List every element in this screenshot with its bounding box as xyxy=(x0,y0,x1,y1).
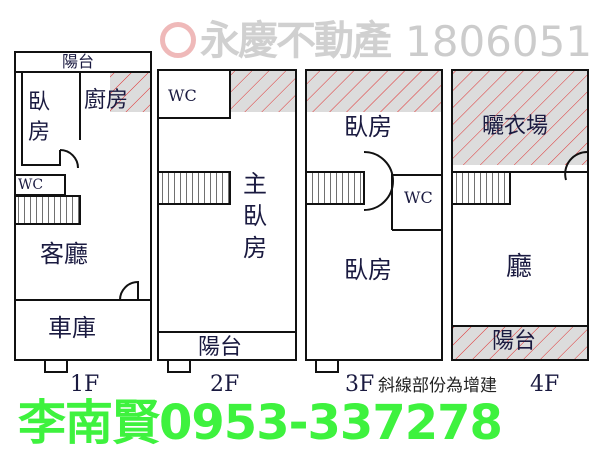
extension-note: 斜線部份為增建 xyxy=(378,376,497,396)
room-1f-kitchen: 廚房 xyxy=(84,88,129,113)
watermark-logo-icon xyxy=(160,22,196,58)
floor-4f-plan xyxy=(451,69,589,361)
reference-number: 1806051 xyxy=(405,17,593,66)
floor-3f-plan xyxy=(305,69,443,373)
room-4f-laundry: 曬衣場 xyxy=(482,114,549,139)
room-4f-hall: 廳 xyxy=(506,252,533,282)
agent-contact: 李南賢0953-337278 xyxy=(18,395,503,451)
floor-label-1f: 1F xyxy=(70,372,100,397)
room-3f-bedroom-front: 臥房 xyxy=(344,113,392,141)
floor-2f-plan xyxy=(157,69,297,373)
floor-1f-plan xyxy=(14,51,152,373)
watermark: 永慶不動產 xyxy=(200,18,392,64)
room-4f-balcony: 陽台 xyxy=(492,329,537,354)
room-2f-master-bedroom: 主臥房 xyxy=(243,170,267,262)
floor-label-4f: 4F xyxy=(530,372,560,397)
room-1f-living: 客廳 xyxy=(40,240,88,268)
room-3f-bedroom-rear: 臥房 xyxy=(344,256,392,284)
room-1f-garage: 車庫 xyxy=(48,314,96,342)
room-3f-wc: WC xyxy=(404,188,433,207)
floor-label-2f: 2F xyxy=(210,372,240,397)
room-1f-bedroom: 臥房 xyxy=(28,90,51,145)
room-2f-wc: WC xyxy=(168,86,197,105)
room-2f-balcony: 陽台 xyxy=(198,335,243,360)
room-1f-wc: WC xyxy=(18,177,44,193)
floor-label-3f: 3F xyxy=(345,372,375,397)
room-1f-balcony: 陽台 xyxy=(62,52,95,71)
